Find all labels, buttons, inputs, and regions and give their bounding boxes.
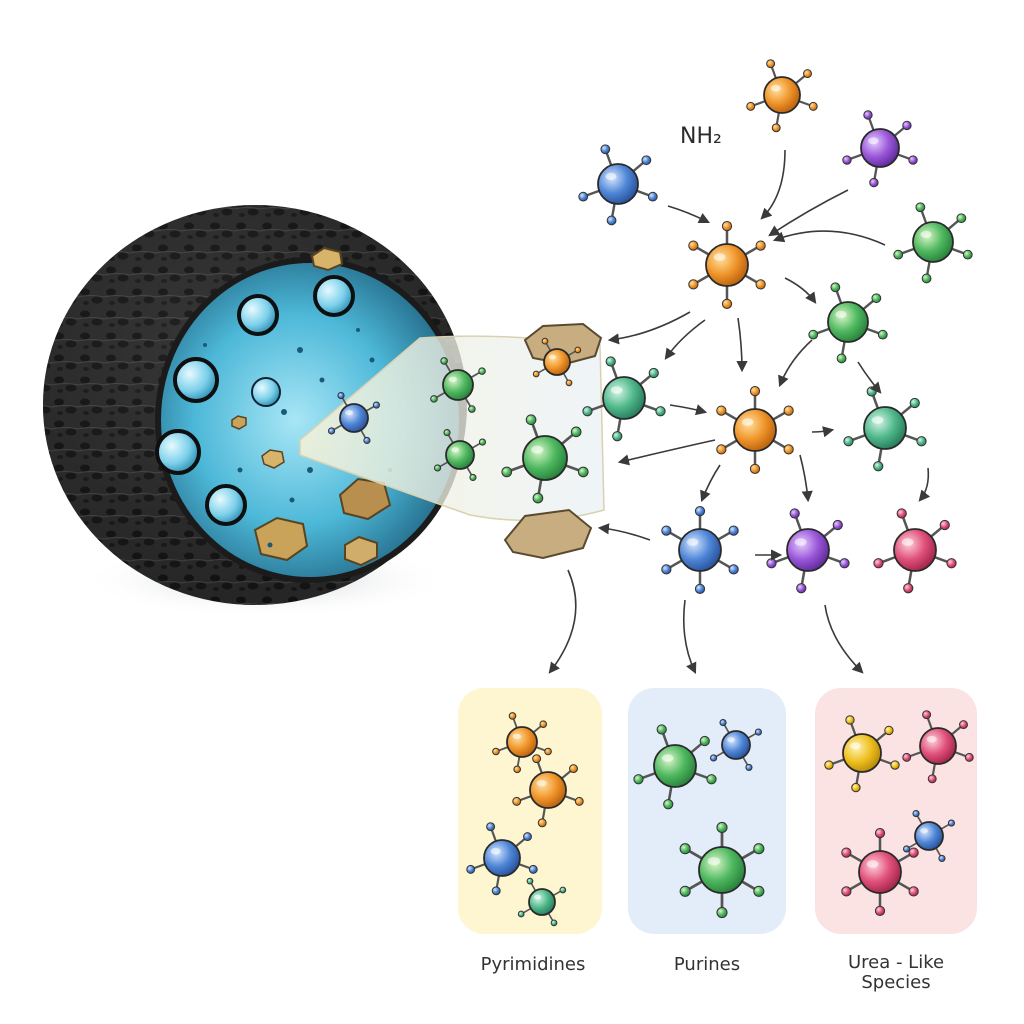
- urea-molecule-2: [902, 710, 974, 784]
- arrow-teal-right-to-pink: [918, 467, 931, 502]
- mineral-grains: [231, 246, 392, 567]
- molecule-orange-beam: [532, 337, 582, 387]
- molecule-green-right: [893, 202, 973, 284]
- pyrimidine-molecule-2: [512, 754, 584, 828]
- rock-fragment-bottom: [503, 508, 593, 560]
- molecule-pink-bottom: [873, 508, 957, 594]
- arrow-orange-mid-to-purple-bottom: [799, 454, 813, 503]
- arrow-green-right-to-center: [772, 230, 886, 246]
- molecule-teal-right: [843, 386, 927, 472]
- purine-molecule-2: [709, 718, 763, 772]
- urea-like-label-line2: Species: [861, 972, 931, 993]
- nh2-annotation: NH₂: [680, 124, 722, 149]
- pyrimidine-molecule-3: [466, 822, 538, 896]
- pyrimidines-label: Pyrimidines: [480, 954, 586, 975]
- molecule-orange-mid: [716, 386, 794, 474]
- urea-like-box: [815, 688, 977, 934]
- release-beam: [299, 322, 605, 560]
- reaction-arrows: [548, 149, 931, 675]
- arrow-orange-mid-to-teal-right: [811, 426, 835, 438]
- product-molecules: [466, 710, 974, 927]
- pyrimidine-molecule-1: [492, 712, 552, 774]
- purine-molecule-1: [633, 724, 717, 810]
- meteorite: [43, 205, 467, 618]
- molecule-purple-top: [842, 110, 918, 188]
- urea-molecule-1: [824, 715, 900, 793]
- arrow-center-to-fragment: [607, 311, 691, 345]
- purines-box: [628, 688, 786, 934]
- pyrimidine-molecule-4: [517, 877, 567, 927]
- molecule-green-beam-large: [501, 414, 589, 504]
- rock-fragment-top: [523, 322, 603, 366]
- molecule-teal-left: [582, 356, 666, 442]
- molecule-green-beam-top: [430, 357, 486, 413]
- purine-molecule-3: [679, 821, 765, 919]
- arrow-center-to-orange-mid: [736, 317, 748, 373]
- molecule-green-middle: [808, 282, 888, 364]
- urea-molecule-3: [841, 828, 919, 916]
- molecule-orange-top: [746, 59, 818, 133]
- molecule-purple-bottom: [766, 508, 850, 594]
- purines-label: Purines: [673, 954, 741, 975]
- urea-like-label-line1: Urea - Like: [847, 952, 945, 973]
- molecule-blue-topleft: [578, 144, 658, 226]
- molecule-orange-center: [688, 221, 766, 309]
- arrow-teal-left-to-orange-mid: [669, 404, 708, 416]
- arrow-fragment-to-pyrimidines: [548, 569, 577, 674]
- arrow-blue-to-purines: [682, 599, 697, 675]
- molecules-layer: [327, 59, 973, 594]
- urea-molecule-4: [902, 809, 956, 863]
- arrow-center-to-teal-left: [664, 319, 706, 360]
- arrow-green-middle-to-orange-mid: [778, 339, 813, 388]
- urea-like-label: Urea - Like Species: [815, 953, 977, 993]
- arrow-green-middle-to-teal-right: [857, 361, 882, 394]
- arrow-orange-mid-to-left: [617, 439, 716, 466]
- arrow-orange-mid-to-blue-bottom: [700, 464, 721, 503]
- arrow-blue-to-fragment: [597, 523, 651, 541]
- arrow-orange-top-to-center: [760, 149, 786, 220]
- molecule-green-beam-mid: [433, 428, 487, 482]
- arrow-blue-to-center: [667, 205, 711, 224]
- molecule-blue-bottom: [661, 506, 739, 594]
- arrow-center-to-green-middle: [784, 277, 817, 304]
- molecule-blue-beam: [327, 391, 381, 445]
- ice-inclusions: [155, 275, 355, 526]
- arrow-purple-to-urea: [824, 604, 864, 674]
- arrow-purple-to-center: [768, 189, 849, 237]
